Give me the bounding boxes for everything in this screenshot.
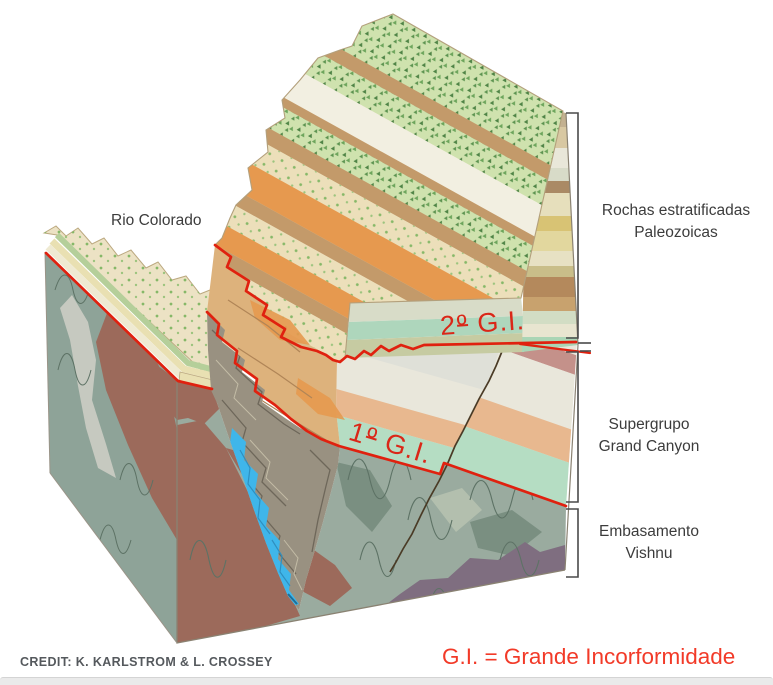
river-label: Rio Colorado xyxy=(111,210,201,232)
legend-text: G.I. = Grande Incorformidade xyxy=(442,644,735,670)
annotation-brackets xyxy=(566,112,591,578)
bottom-scrollbar-track[interactable] xyxy=(0,677,773,685)
second-great-unconformity-line xyxy=(213,243,578,364)
first-great-unconformity-line xyxy=(205,310,442,476)
bracket-supergroup xyxy=(566,351,579,503)
gi2-rest: G.I. xyxy=(467,305,526,339)
legend-text-span: G.I. = Grande Incorformidade xyxy=(442,644,736,669)
first-great-unconformity-line-left xyxy=(44,251,214,391)
label-paleozoic-line1: Rochas estratificadas xyxy=(601,202,751,219)
label-supergroup: Supergrupo Grand Canyon xyxy=(559,414,739,458)
river-label-text: Rio Colorado xyxy=(111,212,202,229)
credit-text: CREDIT: K. KARLSTROM & L. CROSSEY xyxy=(20,655,273,669)
promontory-cap-strata xyxy=(45,232,219,390)
label-paleozoic-line2: Paleozoicas xyxy=(634,224,718,241)
colorado-river xyxy=(229,428,299,607)
label-basement-line2: Vishnu xyxy=(625,545,673,562)
label-basement: Embasamento Vishnu xyxy=(559,521,739,565)
label-supergroup-line2: Grand Canyon xyxy=(598,438,700,455)
label-supergroup-line1: Supergrupo xyxy=(608,416,690,433)
right-corner-edge xyxy=(564,112,579,571)
unconformity-lines xyxy=(44,243,592,508)
bracket-paleozoic xyxy=(566,112,579,339)
label-second-unconformity: 2º G.I. xyxy=(439,305,526,342)
supergroup-tilted-strata xyxy=(336,342,577,506)
credit-text-span: CREDIT: K. KARLSTROM & L. CROSSEY xyxy=(20,655,273,669)
label-paleozoic: Rochas estratificadas Paleozoicas xyxy=(576,200,773,244)
label-basement-line1: Embasamento xyxy=(599,523,699,540)
bracket-basement xyxy=(566,508,579,578)
first-great-unconformity-line-right xyxy=(438,461,568,508)
gi2-ordinal: º xyxy=(456,309,469,340)
terraces-below-2gi xyxy=(207,245,345,446)
